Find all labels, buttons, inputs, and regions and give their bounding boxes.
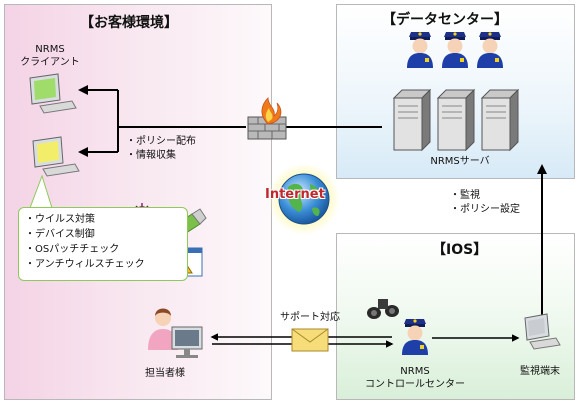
envelope-icon [291,328,329,352]
firewall-icon [247,97,287,140]
client-label-line2: クライアント [20,57,80,68]
datacenter-title: 【データセンター】 [382,12,508,28]
control-center-label-line2: コントロールセンター [365,379,465,390]
client-pc-top-icon [29,73,77,114]
feature-list-box: ・ウイルス対策 ・デバイス制御 ・OSパッチチェック ・アンチウィルスチェック [18,207,188,281]
info-collection-label: ・情報収集 [126,150,176,161]
feature-item-os-patch: ・OSパッチチェック [25,244,120,255]
support-label: サポート対応 [280,312,340,323]
internet-label: Internet [265,187,325,202]
monitoring-terminal-label: 監視端末 [520,366,560,377]
internet-globe-icon [268,163,340,235]
person-icon [148,308,203,358]
policy-distribution-label: ・ポリシー配布 [126,136,196,147]
ios-title: 【IOS】 [432,242,488,258]
feature-item-antivirus: ・ウイルス対策 [25,214,95,225]
control-center-operator-icon [402,319,428,355]
customer-environment-title: 【お客様環境】 [80,15,178,31]
datacenter-operator-icon [407,32,503,68]
monitoring-label: ・監視 [450,190,480,201]
client-label-line1: NRMS [35,44,65,55]
server-label: NRMSサーバ [430,156,490,167]
monitoring-terminal-icon [524,313,561,350]
feature-item-device-control: ・デバイス制御 [25,229,95,240]
policy-setting-label: ・ポリシー設定 [450,204,520,215]
control-center-label-line1: NRMS [400,366,430,377]
feature-item-antivirus-check: ・アンチウィルスチェック [25,259,145,270]
server-icon [392,88,520,152]
person-label: 担当者様 [145,368,185,379]
binoculars-icon [367,299,399,319]
client-pc-bottom-icon [32,136,80,177]
